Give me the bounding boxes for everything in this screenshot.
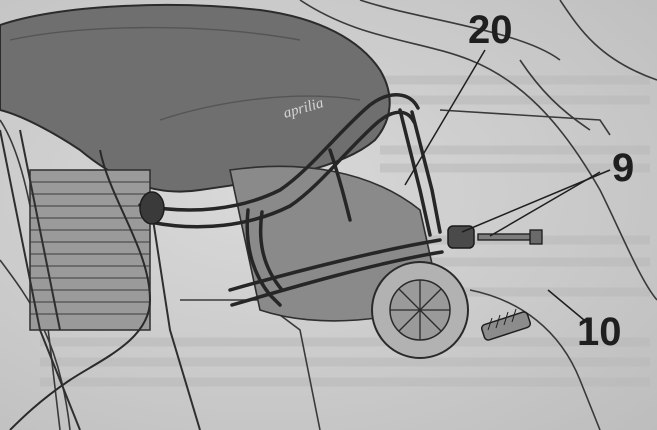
spacer-and-bolt [447, 225, 543, 249]
leader-lines [404, 49, 611, 326]
callout-part-10: 10 [577, 310, 622, 354]
cable [9, 149, 152, 430]
bar-end-grommet [139, 191, 165, 225]
fuel-tank [0, 4, 391, 193]
frame-tubes [0, 129, 201, 430]
callout-part-9: 9 [612, 146, 635, 190]
callout-part-20: 20 [468, 8, 513, 52]
footpeg [480, 308, 532, 341]
crash-bar [138, 93, 444, 307]
radiator [29, 169, 151, 331]
sprocket-cover [371, 261, 469, 359]
